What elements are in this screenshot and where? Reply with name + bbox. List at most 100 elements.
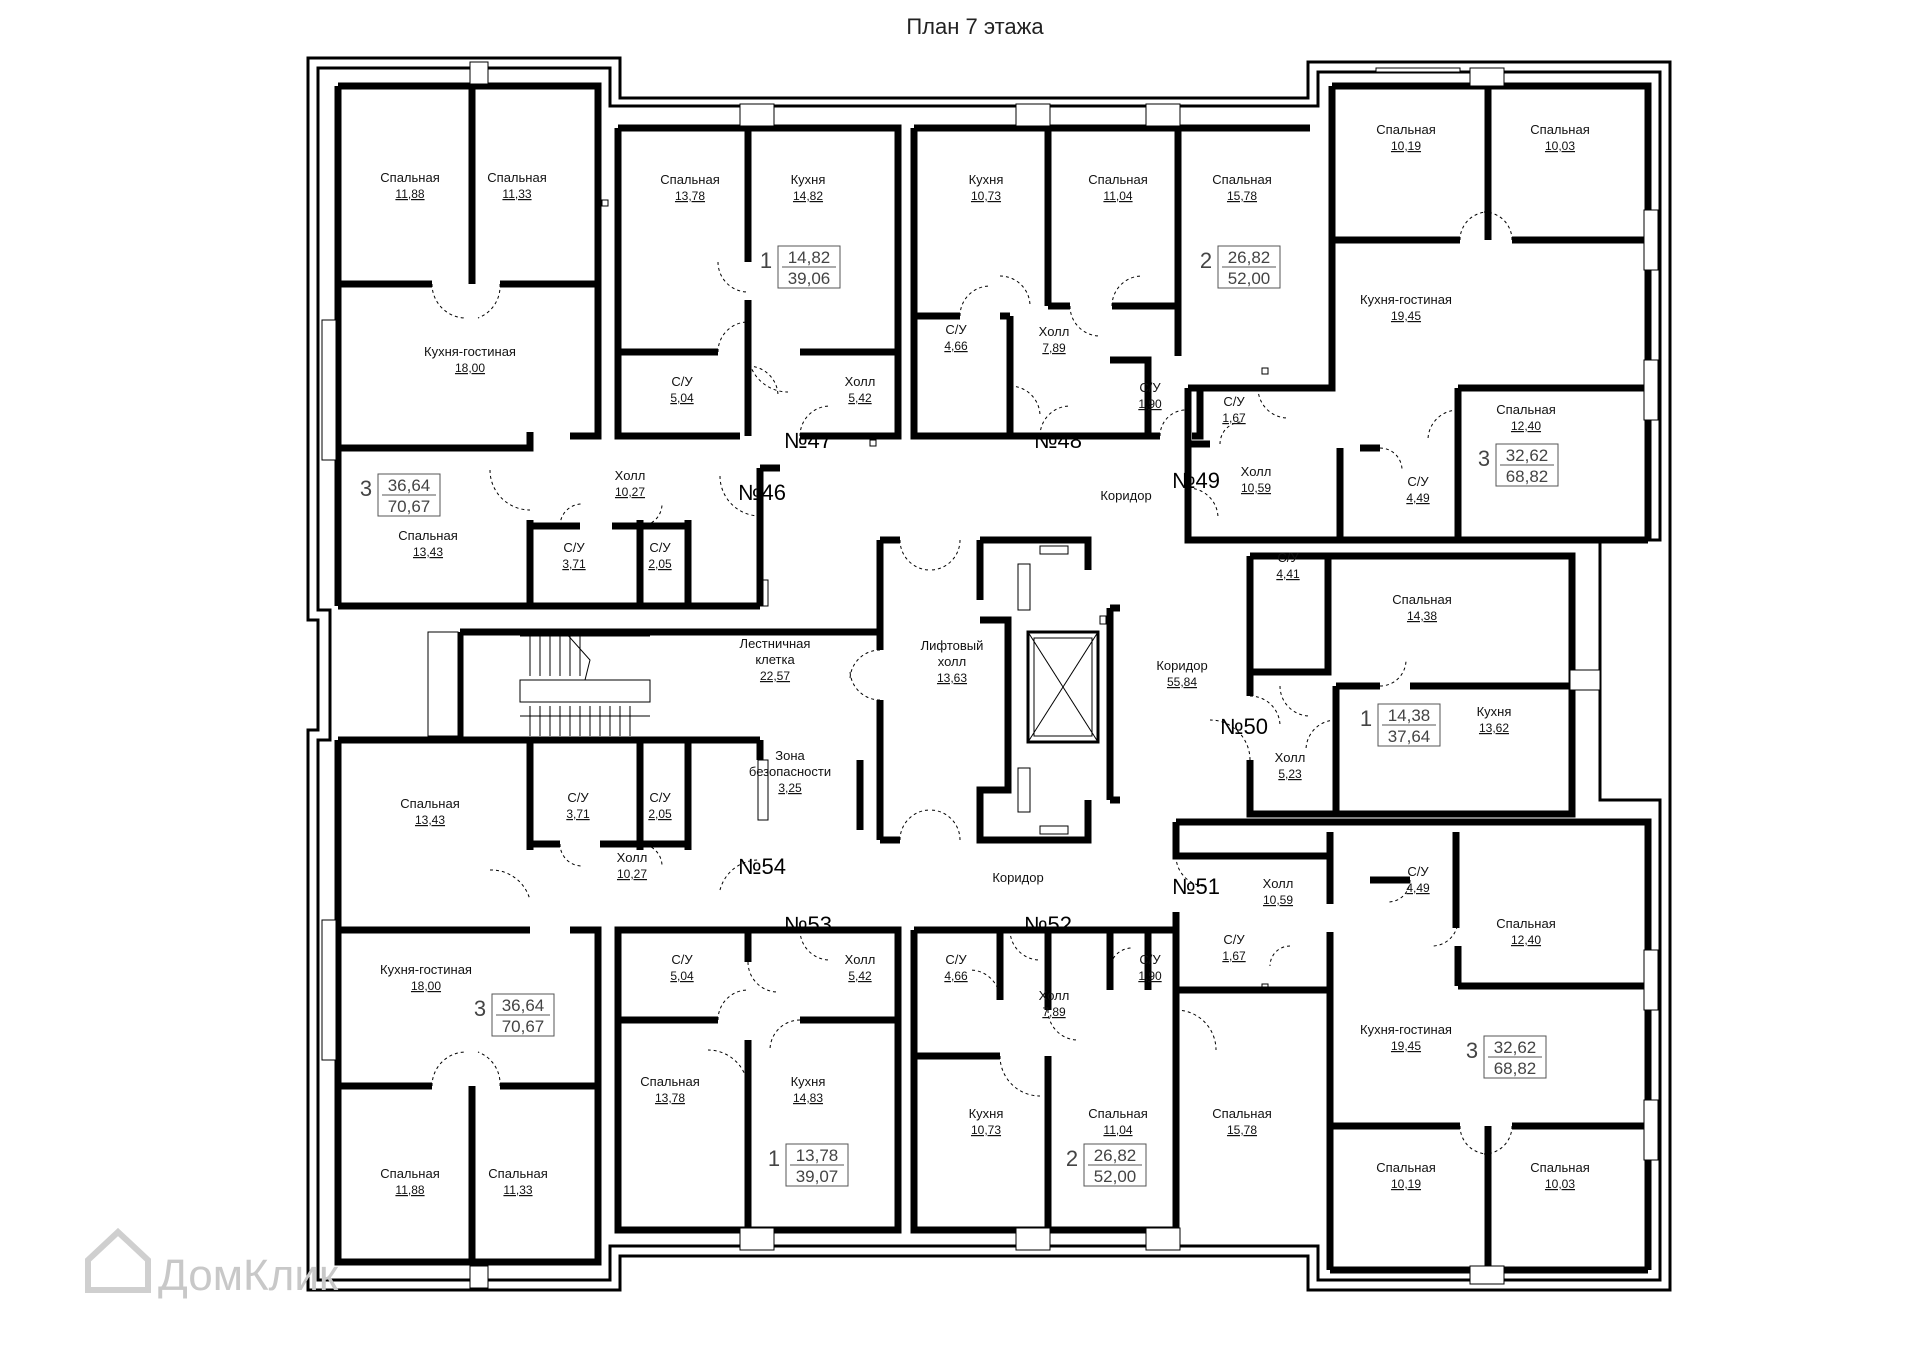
room-name: Спальная [398, 528, 457, 543]
room-area: 13,78 [675, 189, 705, 203]
room-name: Лестничная [740, 636, 811, 651]
room-label: Коридор [1100, 488, 1151, 503]
room-name: С/У [671, 952, 693, 967]
room-label: С/У1,67 [1222, 932, 1246, 963]
room-name: С/У [1223, 394, 1245, 409]
badge-rooms: 3 [474, 996, 486, 1021]
room-area: 14,83 [793, 1091, 823, 1105]
badge-frame [491, 993, 555, 1037]
room-name: Кухня [791, 172, 826, 187]
badge-living-area: 14,38 [1388, 706, 1431, 725]
badge-rooms: 1 [1360, 706, 1372, 731]
room-area: 10,59 [1263, 893, 1293, 907]
room-area: 11,04 [1103, 1123, 1132, 1137]
apartment-number: №47 [784, 428, 832, 453]
room-name: Кухня [969, 172, 1004, 187]
room-area: 10,19 [1391, 139, 1421, 153]
room-label: Спальная 11,04 [1088, 1106, 1147, 1137]
badge-rooms: 3 [360, 476, 372, 501]
room-name: Спальная [1088, 172, 1147, 187]
room-name: Холл [845, 952, 876, 967]
room-name: С/У [1139, 380, 1161, 395]
room-area: 2,05 [648, 807, 672, 821]
room-name: Спальная [380, 170, 439, 185]
badge-total-area: 52,00 [1094, 1167, 1137, 1186]
room-area: 4,49 [1406, 881, 1430, 895]
room-name: С/У [671, 374, 693, 389]
badge-frame [1083, 1143, 1147, 1187]
room-name: Кухня-гостиная [424, 344, 516, 359]
badge-rooms: 2 [1200, 248, 1212, 273]
room-name: Спальная [640, 1074, 699, 1089]
apartment-number: №53 [784, 912, 832, 937]
badge-frame [1377, 703, 1441, 747]
room-name: С/У [1277, 550, 1299, 565]
room-name: Кухня [1477, 704, 1512, 719]
room-area: 19,45 [1391, 309, 1421, 323]
apartment-number: №51 [1172, 874, 1220, 899]
room-area: 3,25 [778, 781, 802, 795]
room-name: Спальная [380, 1166, 439, 1181]
apartment-number: №48 [1034, 428, 1082, 453]
room-name: Спальная [1088, 1106, 1147, 1121]
room-area: 4,49 [1406, 491, 1430, 505]
room-area: 1,90 [1138, 397, 1162, 411]
room-name: Кухня-гостиная [380, 962, 472, 977]
badge-total-area: 68,82 [1494, 1059, 1537, 1078]
apartment-number: №54 [738, 854, 786, 879]
room-name: Холл [1039, 324, 1070, 339]
room-name: Кухня [791, 1074, 826, 1089]
room-area: 10,73 [971, 189, 1001, 203]
badge-rooms: 1 [768, 1146, 780, 1171]
room-label: Кухня 10,73 [969, 172, 1004, 203]
apartment-number: №50 [1220, 714, 1268, 739]
room-area: 55,84 [1167, 675, 1197, 689]
apartment-number: №49 [1172, 468, 1220, 493]
room-label: Коридор [992, 870, 1043, 885]
badge-frame [785, 1143, 849, 1187]
badge-rooms: 2 [1066, 1146, 1078, 1171]
room-name: безопасности [749, 764, 831, 779]
badge-rooms: 3 [1478, 446, 1490, 471]
room-name: холл [938, 654, 966, 669]
room-area: 11,88 [395, 187, 424, 201]
apartment-area-badge: 2 26,82 52,00 [1066, 1143, 1147, 1187]
badge-living-area: 26,82 [1228, 248, 1271, 267]
badge-frame [1483, 1035, 1547, 1079]
room-label: С/У 1,90 [1138, 380, 1162, 411]
room-area: 13,63 [937, 671, 967, 685]
room-name: С/У [567, 790, 589, 805]
room-area: 1,67 [1222, 411, 1246, 425]
room-area: 7,89 [1042, 1005, 1066, 1019]
room-name: Спальная [488, 1166, 547, 1181]
room-label: С/У2,05 [648, 540, 672, 571]
badge-living-area: 26,82 [1094, 1146, 1137, 1165]
room-label: С/У2,05 [648, 790, 672, 821]
room-label: Спальная 11,88 [380, 170, 439, 201]
room-name: С/У [1407, 474, 1429, 489]
